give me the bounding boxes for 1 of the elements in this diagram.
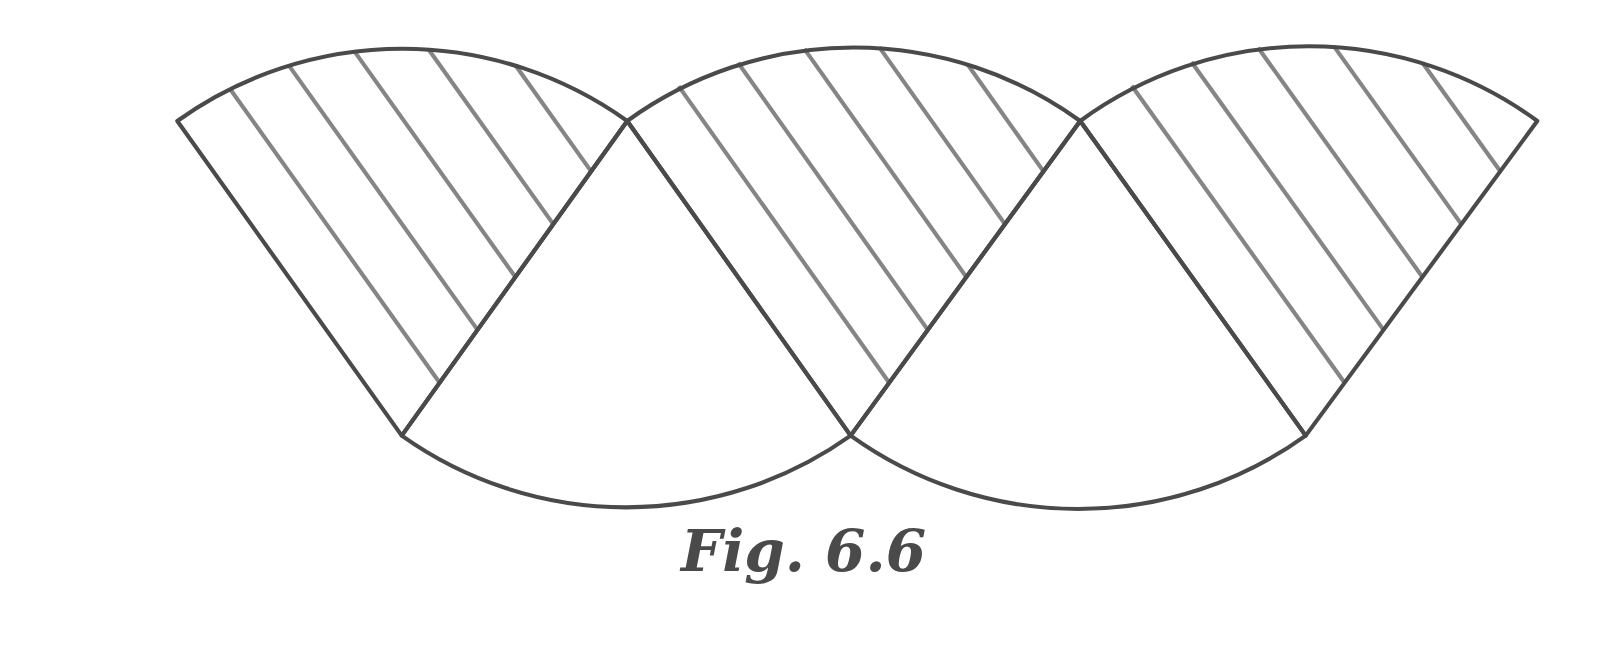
figure-caption: Fig. 6.6	[680, 520, 927, 584]
